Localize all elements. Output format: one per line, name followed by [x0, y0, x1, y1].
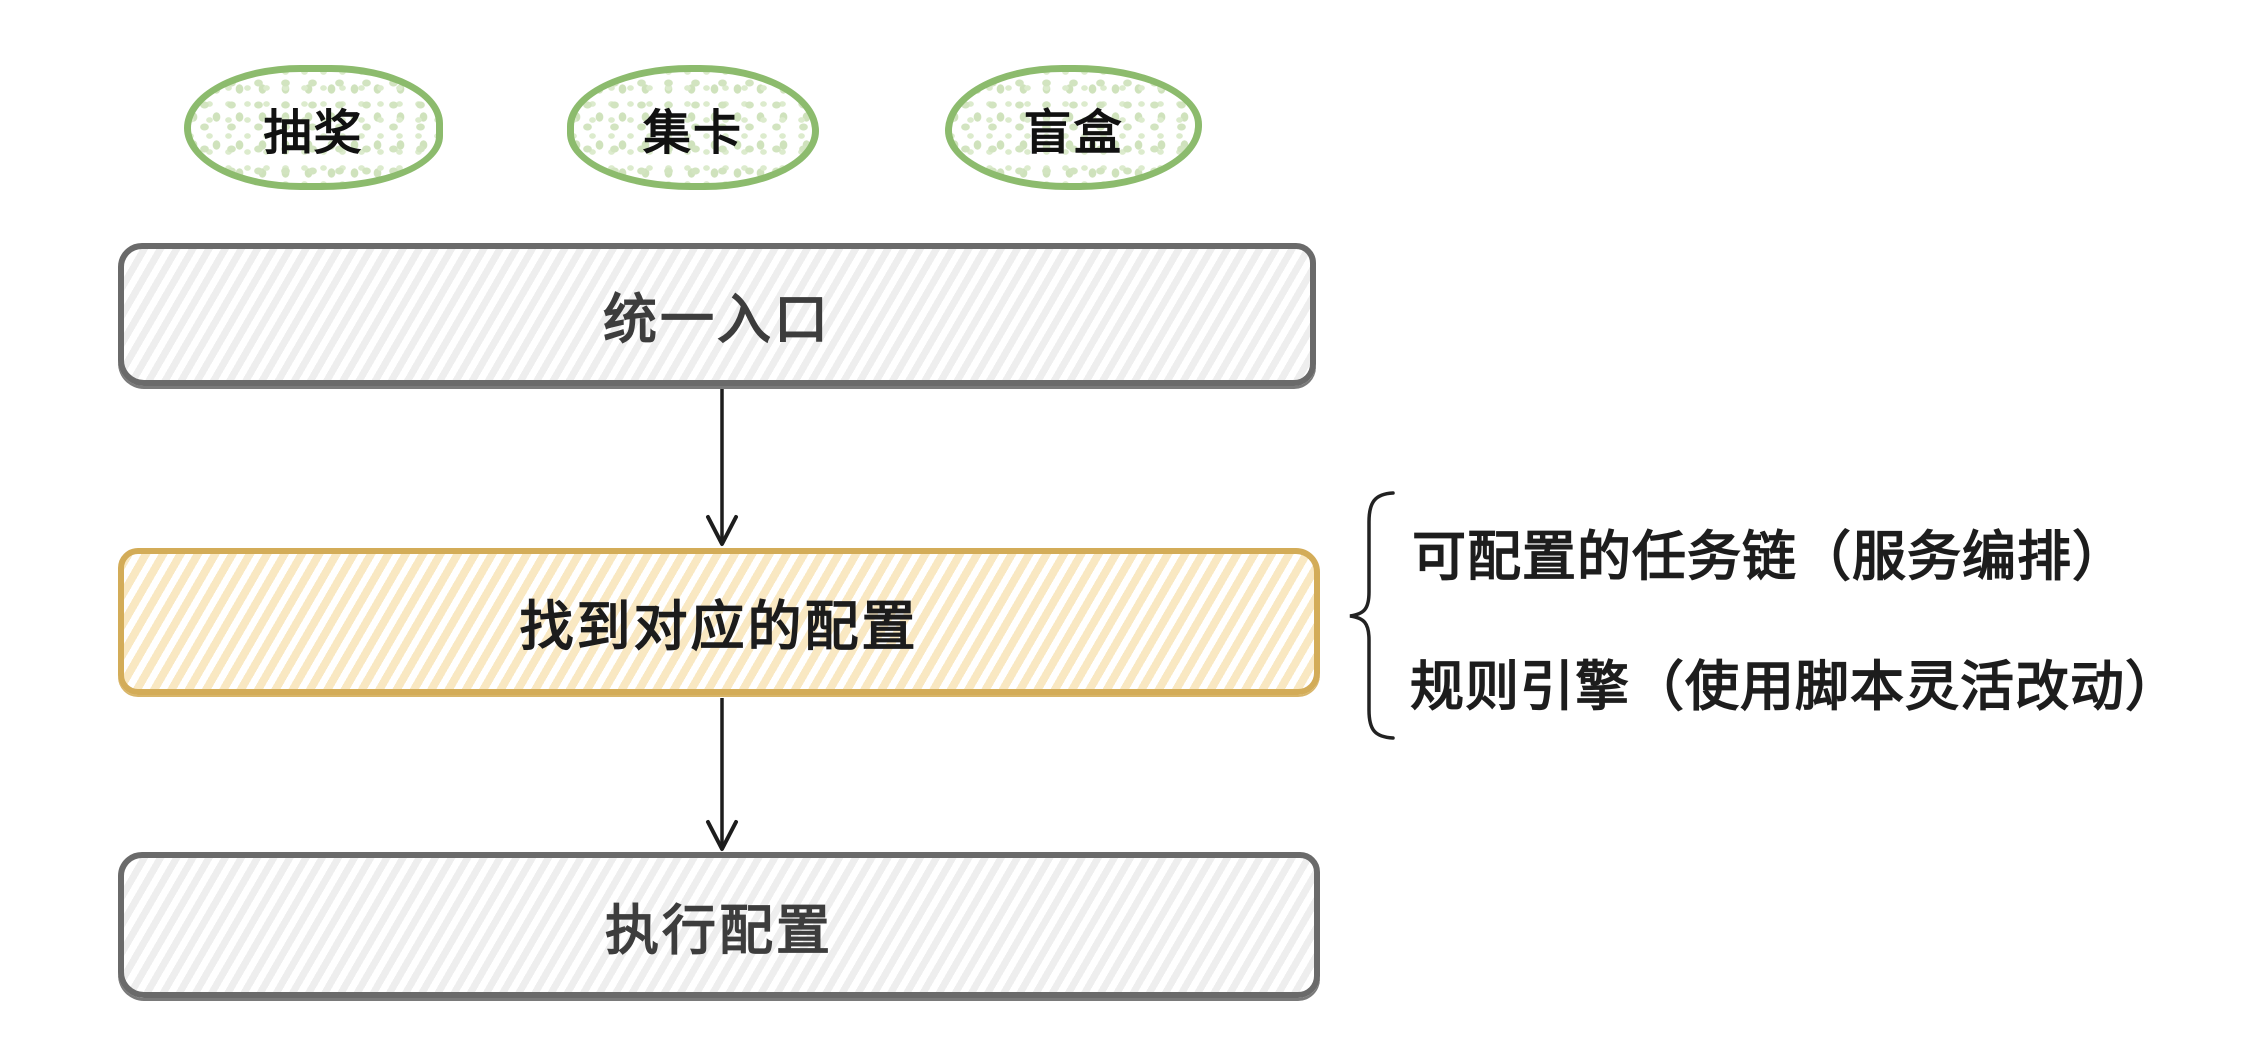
flow-box-find-config: 找到对应的配置 — [118, 548, 1320, 695]
curly-brace-icon — [1349, 491, 1395, 740]
flow-box-unified-entry: 统一入口 — [118, 243, 1316, 386]
annotation-task-chain: 可配置的任务链（服务编排） — [1412, 527, 2127, 587]
annotation-rule-engine: 规则引擎（使用脚本灵活改动） — [1410, 657, 2180, 717]
down-arrow-icon — [706, 698, 738, 851]
scenario-ellipse-card-collect: 集卡 — [567, 65, 819, 190]
flow-box-execute-config: 执行配置 — [118, 852, 1320, 998]
scenario-label: 集卡 — [642, 106, 743, 160]
scenario-label: 盲盒 — [1023, 106, 1124, 160]
down-arrow-icon — [706, 389, 738, 546]
scenario-label: 抽奖 — [263, 106, 364, 160]
flow-box-label: 执行配置 — [605, 900, 833, 961]
scenario-ellipse-lottery: 抽奖 — [184, 65, 443, 190]
flow-box-label: 统一入口 — [603, 290, 831, 350]
scenario-ellipse-blind-box: 盲盒 — [945, 65, 1202, 190]
flow-box-label: 找到对应的配置 — [519, 597, 919, 657]
